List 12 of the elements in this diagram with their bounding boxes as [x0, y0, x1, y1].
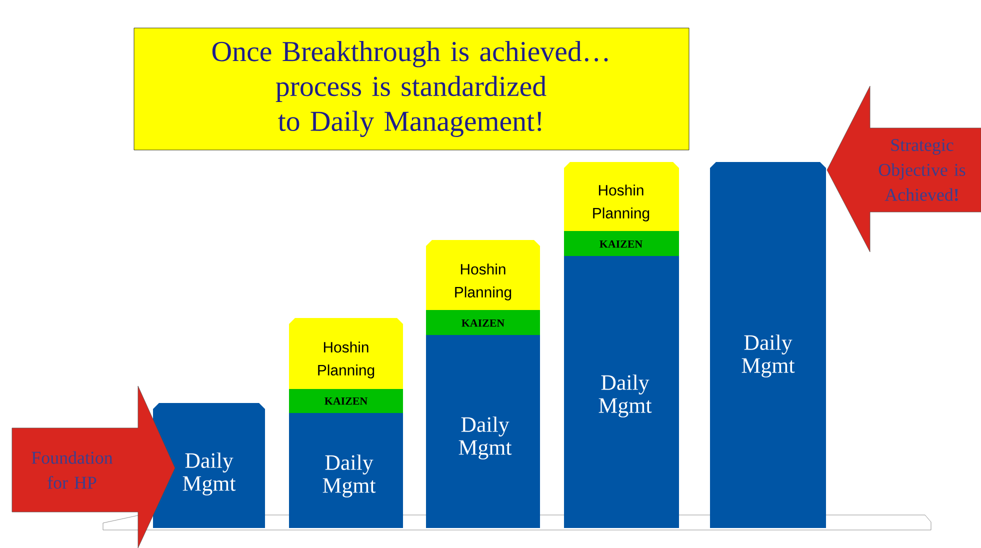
- title-box: Once Breakthrough is achieved… process is standardized to Daily Management!: [134, 28, 690, 150]
- column-block: Daily Mgmt: [289, 413, 403, 528]
- column-block: Daily Mgmt: [564, 256, 679, 528]
- planning-block: Hoshin Planning: [289, 318, 403, 389]
- column-block: Daily Mgmt: [153, 403, 265, 528]
- kaizen-band: KAIZEN: [564, 231, 679, 256]
- kaizen-band: KAIZEN: [289, 389, 403, 413]
- column-block: Daily Mgmt: [426, 335, 540, 528]
- kaizen-band: KAIZEN: [426, 310, 540, 335]
- planning-block: Hoshin Planning: [426, 240, 540, 310]
- column-block: Daily Mgmt: [710, 162, 826, 528]
- planning-block: Hoshin Planning: [564, 162, 679, 231]
